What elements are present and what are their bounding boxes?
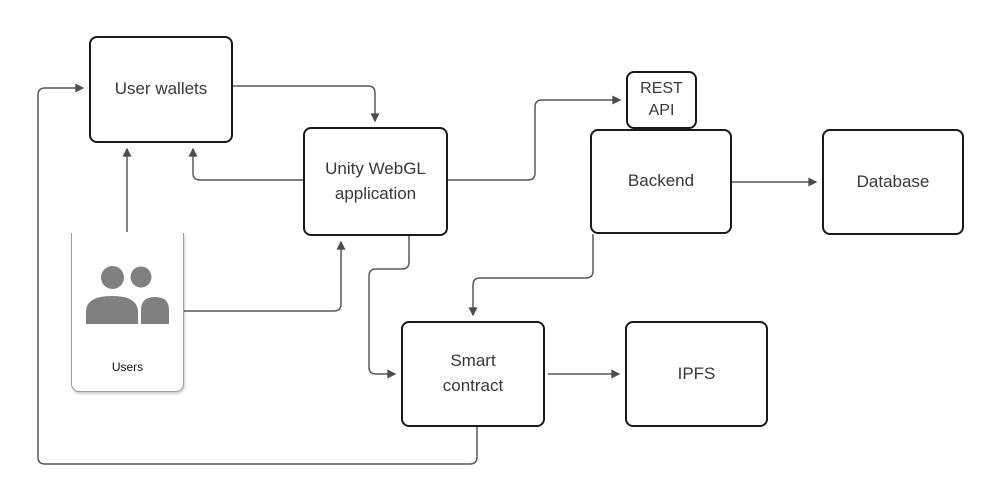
node-database: Database	[822, 129, 964, 235]
edge-user-wallets-to-unity	[232, 85, 380, 123]
node-backend: Backend	[590, 129, 732, 234]
edge-smart-contract-to-user-wallets	[37, 83, 478, 465]
node-users: Users	[71, 233, 184, 392]
node-user-wallets-label: User wallets	[114, 79, 208, 99]
edge-users-to-unity	[184, 240, 346, 312]
node-users-label: Users	[111, 360, 144, 374]
edge-unity-to-smart-contract	[368, 236, 410, 379]
node-ipfs-label: IPFS	[677, 363, 716, 383]
node-user-wallets: User wallets	[89, 36, 233, 143]
node-ipfs: IPFS	[625, 321, 768, 427]
node-unity-webgl-application: Unity WebGL application	[303, 127, 448, 236]
edge-unity-to-user-wallets	[188, 147, 303, 181]
edge-backend-to-smart-contract	[468, 234, 594, 317]
node-smart-contract-label: Smart contract	[442, 351, 504, 395]
people-icon	[85, 264, 169, 324]
node-smart-contract: Smart contract	[401, 321, 545, 427]
node-backend-label: Backend	[627, 171, 695, 191]
node-unity-webgl-application-label: Unity WebGL application	[325, 158, 426, 203]
node-rest-api: REST API	[626, 71, 697, 129]
node-database-label: Database	[856, 171, 930, 191]
edge-unity-to-rest-api	[448, 95, 622, 181]
node-rest-api-label: REST API	[640, 79, 683, 119]
